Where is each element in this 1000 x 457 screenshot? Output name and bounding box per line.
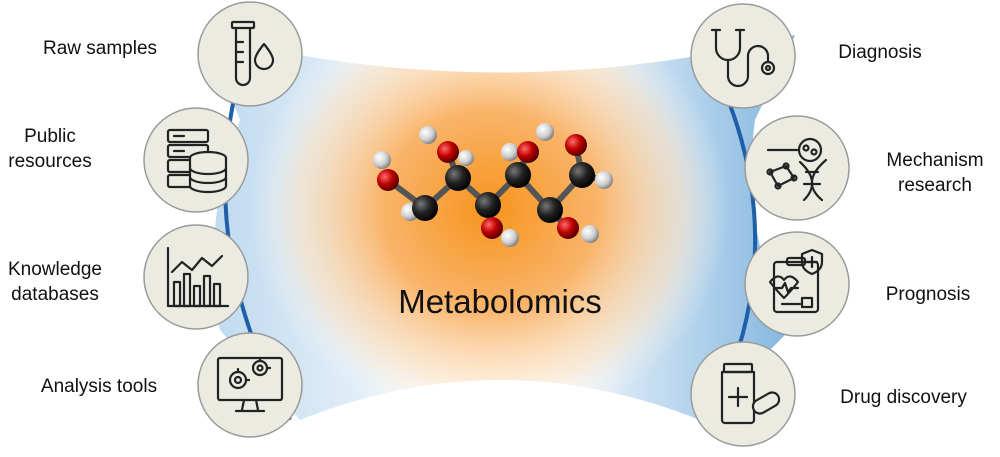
test-tube-icon xyxy=(230,20,275,87)
label-knowledge-databases-text: Knowledge databases xyxy=(7,259,103,305)
label-knowledge-databases: Knowledge databases xyxy=(0,257,110,307)
label-diagnosis: Diagnosis xyxy=(838,42,922,63)
bar-chart-icon xyxy=(166,246,230,308)
database-server-icon xyxy=(166,128,228,194)
mechanism-research-circle xyxy=(744,115,850,221)
label-prognosis: Prognosis xyxy=(885,284,971,305)
drug-discovery-circle xyxy=(690,341,796,447)
label-analysis-tools: Analysis tools xyxy=(40,376,158,397)
label-drug-discovery: Drug discovery xyxy=(840,387,967,408)
label-public-resources-text: Public resources xyxy=(8,126,92,172)
label-mechanism-research: Mechanism research xyxy=(880,148,990,198)
label-public-resources: Public resources xyxy=(0,124,100,174)
center-title: Metabolomics xyxy=(398,283,602,320)
glucose-molecule xyxy=(373,123,613,247)
label-raw-samples: Raw samples xyxy=(42,38,158,59)
analysis-tools-circle xyxy=(197,332,303,438)
dna-network-icon xyxy=(766,137,828,202)
medicine-bottle-icon xyxy=(720,362,781,425)
knowledge-databases-circle xyxy=(143,224,249,330)
diagnosis-circle xyxy=(690,3,796,109)
stethoscope-icon xyxy=(710,28,776,88)
medical-report-icon xyxy=(768,248,824,314)
monitor-gears-icon xyxy=(216,356,284,413)
right-circles xyxy=(690,3,850,447)
label-mechanism-research-text: Mechanism research xyxy=(886,150,984,196)
